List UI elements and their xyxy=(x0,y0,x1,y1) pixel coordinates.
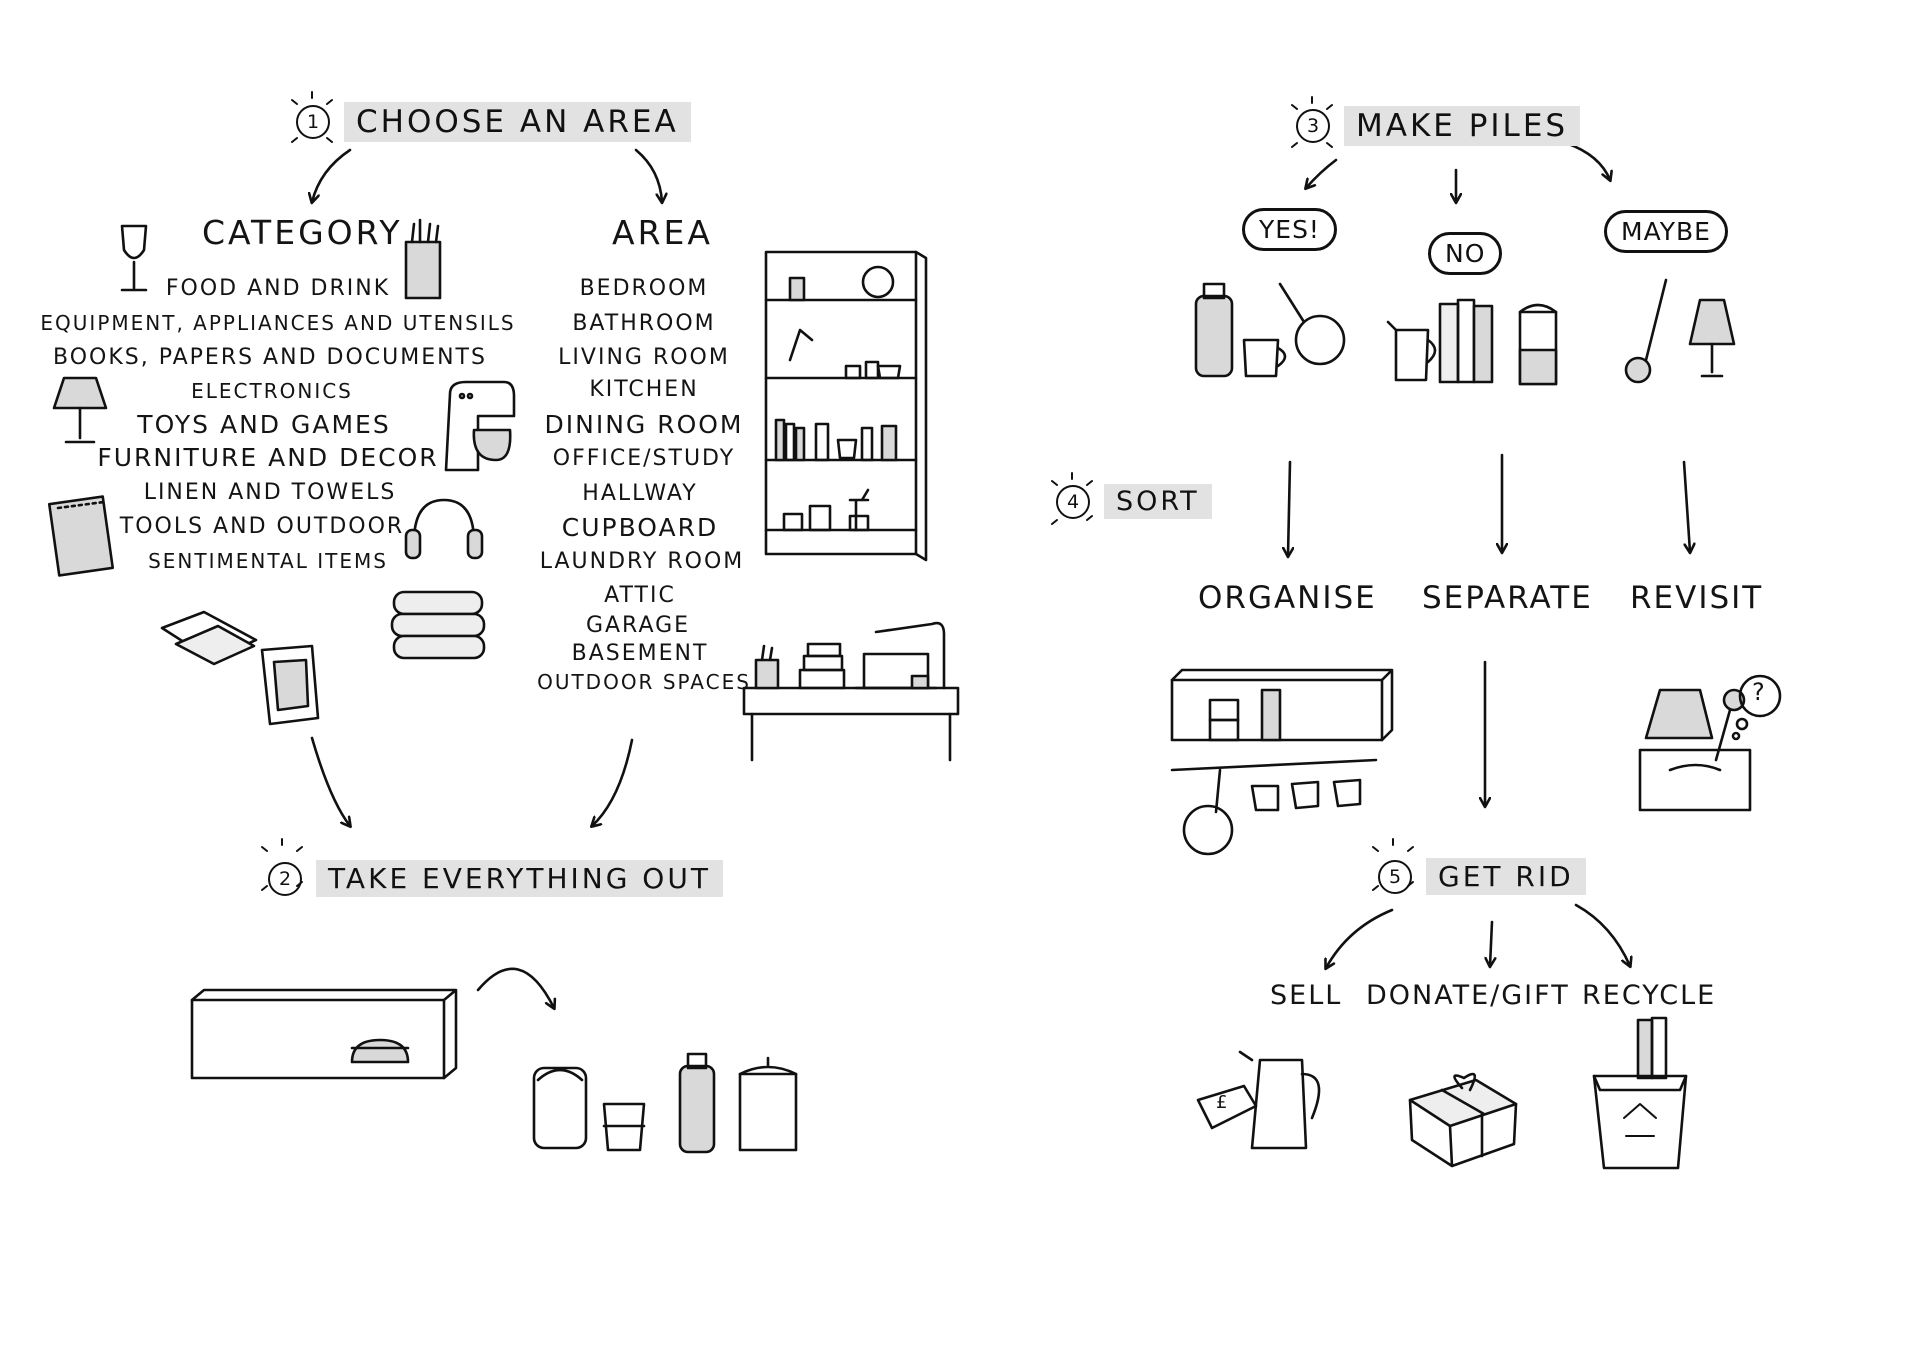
area-item: Living room xyxy=(558,345,730,370)
arrow-to-sell xyxy=(1326,908,1394,968)
papers-icon xyxy=(160,610,258,666)
gift-box-icon xyxy=(1408,1072,1518,1168)
desk-icon xyxy=(742,621,960,762)
area-item: Office/study xyxy=(552,446,736,471)
step-label: Make piles xyxy=(1344,106,1581,146)
outcome-organise: Organise xyxy=(1198,580,1377,616)
recycle-bin-icon xyxy=(1592,1016,1688,1170)
area-title: Area xyxy=(612,213,713,252)
step-4-sort: 4 Sort xyxy=(1056,484,1212,519)
disposal-recycle: Recycle xyxy=(1582,980,1717,1011)
step-number: 3 xyxy=(1296,109,1330,143)
step-number: 2 xyxy=(268,861,302,896)
sparkle-ticks xyxy=(261,91,1414,891)
yes-pile-bubble: Yes! xyxy=(1242,208,1337,251)
maybe-pile-icon xyxy=(1624,278,1736,384)
step-2-take-everything-out: 2 Take everything out xyxy=(268,860,723,897)
price-tag-jug-icon xyxy=(1196,1050,1321,1150)
category-title: Category xyxy=(202,213,403,252)
category-item: Food and drink xyxy=(165,276,391,301)
step-label: Sort xyxy=(1104,484,1212,519)
step-1-choose-area: 1 Choose an area xyxy=(296,102,691,142)
step-label: Choose an area xyxy=(344,102,691,142)
arrow-to-area xyxy=(634,148,662,202)
yes-pile-icon xyxy=(1194,282,1346,378)
area-item: Laundry room xyxy=(539,549,745,574)
arrow-to-recycle xyxy=(1574,903,1630,966)
category-item: Furniture and decor xyxy=(97,443,439,472)
question-mark: ? xyxy=(1752,678,1765,706)
area-item: Dining room xyxy=(544,410,744,439)
category-item: Toys and games xyxy=(137,410,391,439)
disposal-donate: Donate/gift xyxy=(1366,980,1570,1011)
step-5-get-rid: 5 Get rid xyxy=(1378,858,1586,895)
category-item: Linen and towels xyxy=(143,480,397,505)
category-item: Sentimental items xyxy=(148,549,388,573)
kitchen-items-icon xyxy=(532,1052,798,1154)
folded-towels-icon xyxy=(390,590,486,660)
arrow-to-donate xyxy=(1490,920,1492,966)
area-item: Kitchen xyxy=(589,377,699,402)
arrow-to-organise xyxy=(1288,460,1290,556)
area-item: Attic xyxy=(604,583,676,608)
area-item: Hallway xyxy=(582,481,698,506)
organise-shelf-icon xyxy=(1170,668,1394,856)
bookcase-icon xyxy=(764,250,928,562)
disposal-sell: Sell xyxy=(1270,980,1343,1011)
no-pile-icon xyxy=(1386,298,1558,386)
category-item: Books, papers and documents xyxy=(53,345,487,370)
area-item: Bedroom xyxy=(579,276,709,301)
arrow-to-yes xyxy=(1306,158,1338,188)
area-item: Outdoor spaces xyxy=(537,670,751,694)
photo-frame-icon xyxy=(260,644,320,726)
arrow-to-maybe xyxy=(1564,141,1610,180)
step-number: 1 xyxy=(296,105,330,139)
category-item: Equipment, appliances and utensils xyxy=(40,311,516,335)
table-lamp-icon xyxy=(52,376,108,444)
notebook-icon xyxy=(47,495,115,577)
step-label: Get rid xyxy=(1426,858,1586,895)
category-item: Electronics xyxy=(191,379,353,403)
pound-sign: £ xyxy=(1216,1092,1228,1113)
headphones-icon xyxy=(404,498,484,560)
area-item: Basement xyxy=(571,641,709,666)
area-item: Cupboard xyxy=(561,513,719,542)
step-label: Take everything out xyxy=(316,860,723,897)
wine-glass-icon xyxy=(120,224,148,292)
area-item: Bathroom xyxy=(572,311,716,336)
empty-shelf-icon xyxy=(190,988,458,1080)
arrow-area-to-step2 xyxy=(592,738,634,826)
step-number: 4 xyxy=(1056,484,1090,519)
step-3-make-piles: 3 Make piles xyxy=(1296,106,1581,146)
area-item: Garage xyxy=(585,613,691,638)
category-item: Tools and outdoor xyxy=(119,514,405,539)
arrow-to-category xyxy=(312,148,352,202)
no-pile-bubble: No xyxy=(1428,232,1503,275)
arrow-category-to-step2 xyxy=(310,736,350,826)
outcome-separate: Separate xyxy=(1422,580,1593,616)
stand-mixer-icon xyxy=(444,380,516,472)
utensil-holder-icon xyxy=(404,218,442,300)
maybe-pile-bubble: Maybe xyxy=(1604,210,1728,253)
arrow-shelf-to-jars xyxy=(476,967,554,1008)
step-number: 5 xyxy=(1378,859,1412,894)
arrow-to-revisit xyxy=(1682,460,1690,552)
revisit-box-icon xyxy=(1638,674,1782,812)
flow-arrows xyxy=(310,141,1690,1008)
outcome-revisit: Revisit xyxy=(1630,580,1764,616)
